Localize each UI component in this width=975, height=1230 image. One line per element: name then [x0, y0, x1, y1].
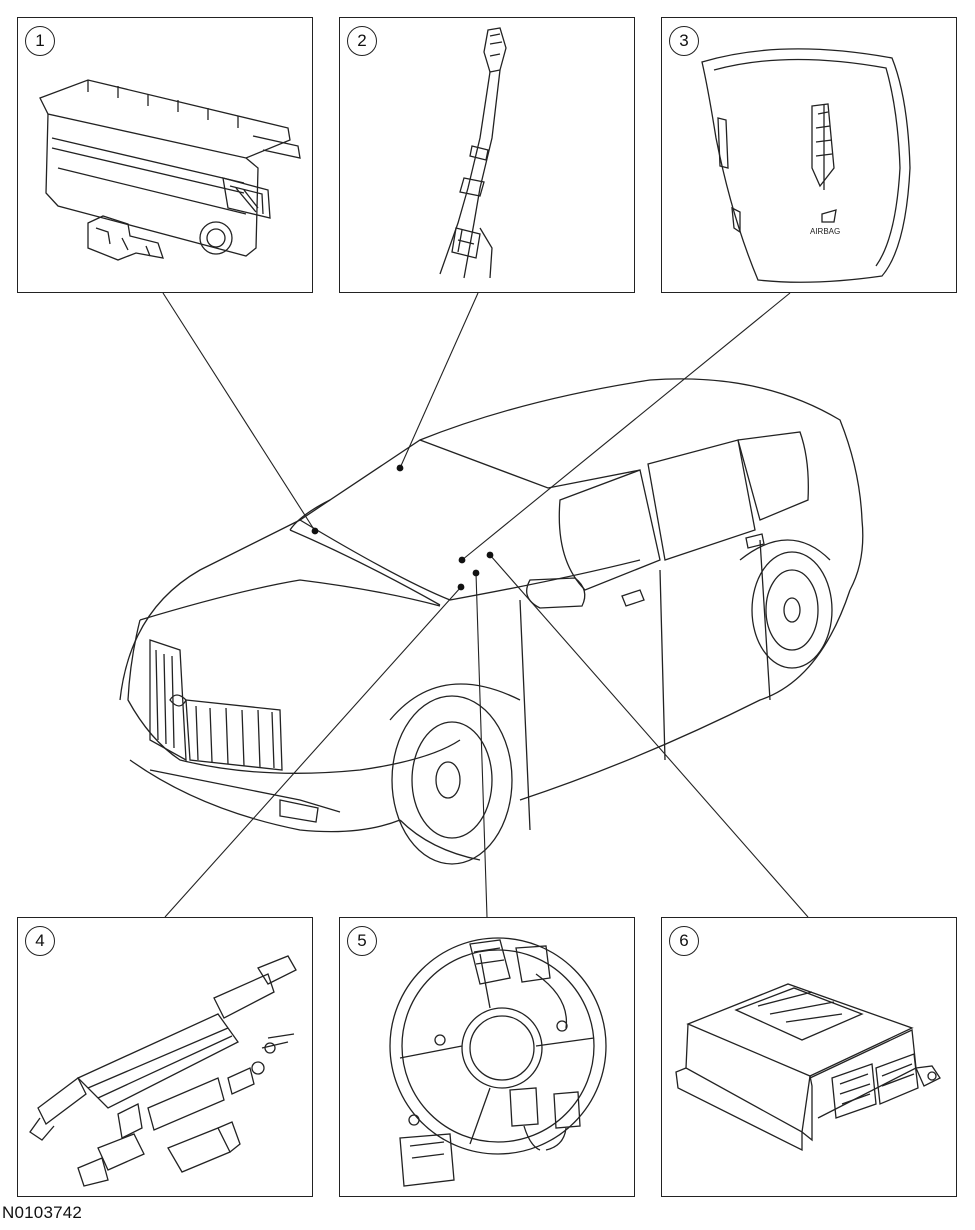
leader-line-6 [489, 554, 809, 918]
leader-lines [162, 292, 809, 918]
clockspring-drawing [389, 937, 607, 1187]
driver-airbag-drawing: AIRBAG [701, 48, 911, 283]
callout-5: 5 [347, 926, 377, 956]
callout-6: 6 [669, 926, 699, 956]
component-panel-1: 1 [17, 17, 313, 293]
leader-line-2 [399, 292, 479, 469]
location-dots [311, 464, 494, 591]
callout-3: 3 [669, 26, 699, 56]
location-dot-5 [472, 569, 480, 577]
leader-line-3 [461, 292, 791, 561]
leader-line-1 [162, 292, 316, 532]
location-dot-6 [486, 551, 494, 559]
callout-2: 2 [347, 26, 377, 56]
location-dot-1 [311, 527, 319, 535]
component-panel-6: 6 [661, 917, 957, 1197]
location-dot-2 [396, 464, 404, 472]
steering-column-drawing [29, 955, 297, 1187]
callout-1: 1 [25, 26, 55, 56]
component-panel-5: 5 [339, 917, 635, 1197]
location-dot-3 [458, 556, 466, 564]
leader-line-4 [164, 586, 462, 918]
figure-reference-number: N0103742 [2, 1203, 83, 1222]
component-panel-4: 4 [17, 917, 313, 1197]
restraints-control-module-drawing [675, 983, 941, 1152]
component-panel-3: 3 AIRBAG [661, 17, 957, 293]
svg-text:AIRBAG: AIRBAG [810, 227, 840, 236]
side-curtain-airbag-drawing [439, 27, 507, 279]
passenger-airbag-module-drawing [39, 79, 301, 261]
location-dot-4 [457, 583, 465, 591]
leader-line-5 [475, 572, 488, 918]
vehicle-outline [119, 378, 864, 865]
component-panel-2: 2 [339, 17, 635, 293]
callout-4: 4 [25, 926, 55, 956]
